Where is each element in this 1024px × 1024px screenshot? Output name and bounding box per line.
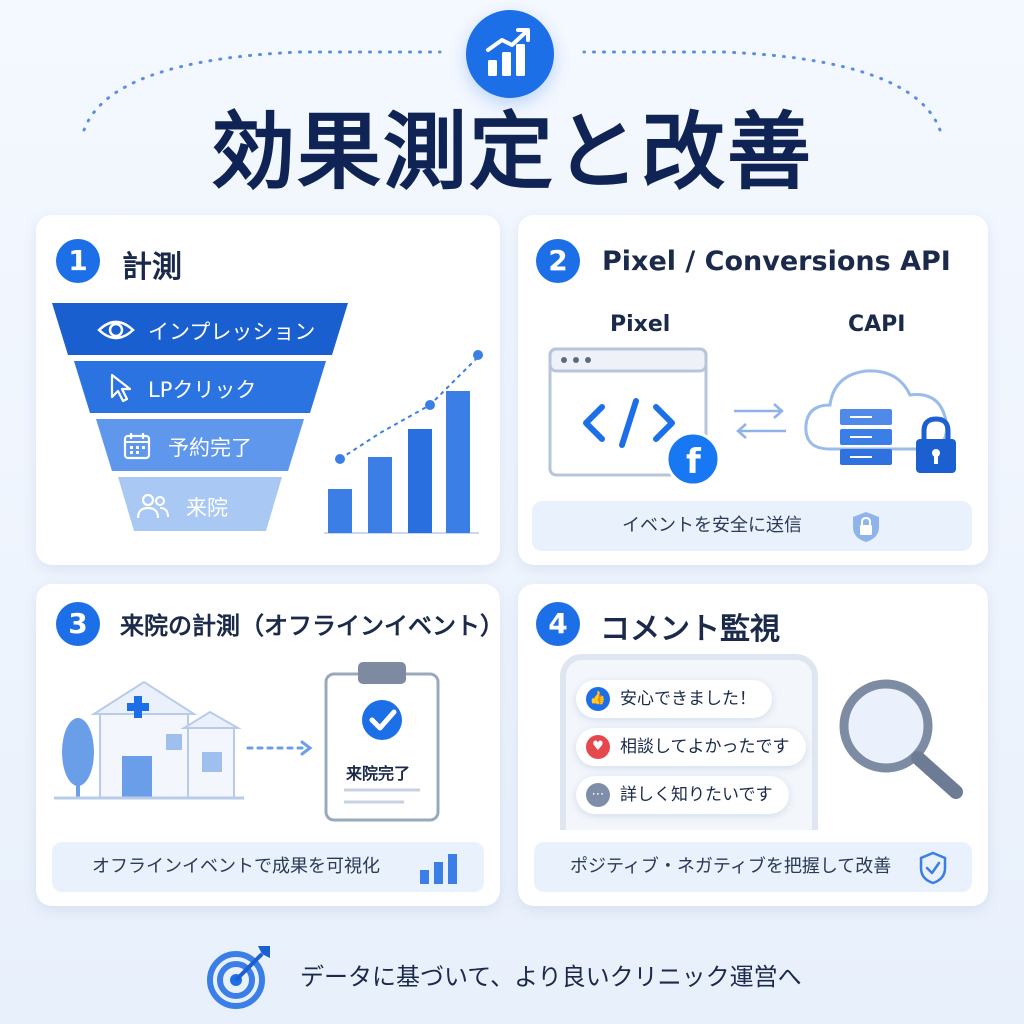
comment-item: 👍 安心できました！ xyxy=(576,680,772,718)
funnel-label: 来院 xyxy=(186,496,228,520)
card-pixel-capi: 2 Pixel / Conversions API Pixel CAPI f イ… xyxy=(518,215,988,565)
pill-text: イベントを安全に送信 xyxy=(622,515,802,536)
comment-text: 安心できました！ xyxy=(620,689,756,709)
clinic-building-icon xyxy=(54,680,244,800)
card-measurement: 1 計測 インプレッション LPクリック 予約完了 xyxy=(36,215,500,565)
card-number: 2 xyxy=(536,239,580,283)
card-offline-events: 3 来院の計測（オフラインイベント） 来院完了 オフラインイベントで成果を可視化 xyxy=(36,584,504,906)
target-icon xyxy=(207,946,270,1009)
footer-text: データに基づいて、より良いクリニック運営へ xyxy=(300,963,802,991)
pill-sentiment: ポジティブ・ネガティブを把握して改善 xyxy=(534,842,972,892)
clipboard-check-icon xyxy=(324,662,440,822)
comment-text: 詳しく知りたいです xyxy=(620,785,773,805)
growth-bar xyxy=(368,457,392,533)
people-icon xyxy=(136,493,169,519)
card-number: 4 xyxy=(536,602,580,646)
svg-text:f: f xyxy=(686,442,702,482)
pill-text: オフラインイベントで成果を可視化 xyxy=(92,856,380,877)
pixel-label: Pixel xyxy=(610,312,671,337)
comment-text: 相談してよかったです xyxy=(620,737,790,757)
exchange-arrows-icon xyxy=(734,403,786,439)
calendar-icon xyxy=(123,433,151,460)
growth-bar xyxy=(408,429,432,533)
page-title: 効果測定と改善 xyxy=(210,103,813,201)
card-comment-monitoring: 4 コメント監視 👍 安心できました！ ♥ 相談してよかったです ⋯ 詳しく知り… xyxy=(518,584,988,906)
card-title: 来院の計測（オフラインイベント） xyxy=(120,612,504,640)
cloud-server-lock-icon xyxy=(804,369,956,473)
dotted-arrow-icon xyxy=(246,740,313,756)
heart-icon: ♥ xyxy=(586,735,610,759)
growth-bar xyxy=(446,391,470,533)
cursor-icon xyxy=(110,373,132,403)
eye-icon xyxy=(97,320,135,340)
growth-bar-chart xyxy=(324,350,483,534)
clipboard-text: 来院完了 xyxy=(346,764,411,783)
card-title: Pixel / Conversions API xyxy=(602,246,951,277)
browser-code-icon: f xyxy=(548,347,721,487)
card-number: 3 xyxy=(56,602,100,646)
card-title: 計測 xyxy=(122,250,182,285)
magnifier-icon xyxy=(839,679,963,799)
bar-chart-trend-icon xyxy=(466,10,554,98)
funnel-label: LPクリック xyxy=(148,378,257,402)
funnel-label: 予約完了 xyxy=(168,436,252,460)
pill-text: ポジティブ・ネガティブを把握して改善 xyxy=(570,856,892,877)
card-title: コメント監視 xyxy=(600,612,780,647)
capi-label: CAPI xyxy=(848,312,906,337)
comment-item: ⋯ 詳しく知りたいです xyxy=(576,776,789,814)
header-dotted-arc xyxy=(82,50,942,132)
ellipsis-icon: ⋯ xyxy=(586,783,610,807)
funnel-label: インプレッション xyxy=(148,320,316,344)
pill-visualize: オフラインイベントで成果を可視化 xyxy=(52,842,484,892)
thumbs-up-icon: 👍 xyxy=(586,687,610,711)
card-number: 1 xyxy=(56,239,100,283)
shield-check-icon xyxy=(919,851,947,885)
growth-bar xyxy=(328,489,352,533)
small-bar-chart-icon xyxy=(420,854,457,884)
pill-secure-send: イベントを安全に送信 xyxy=(532,501,972,551)
shield-lock-icon xyxy=(853,512,879,542)
comment-item: ♥ 相談してよかったです xyxy=(576,728,806,766)
